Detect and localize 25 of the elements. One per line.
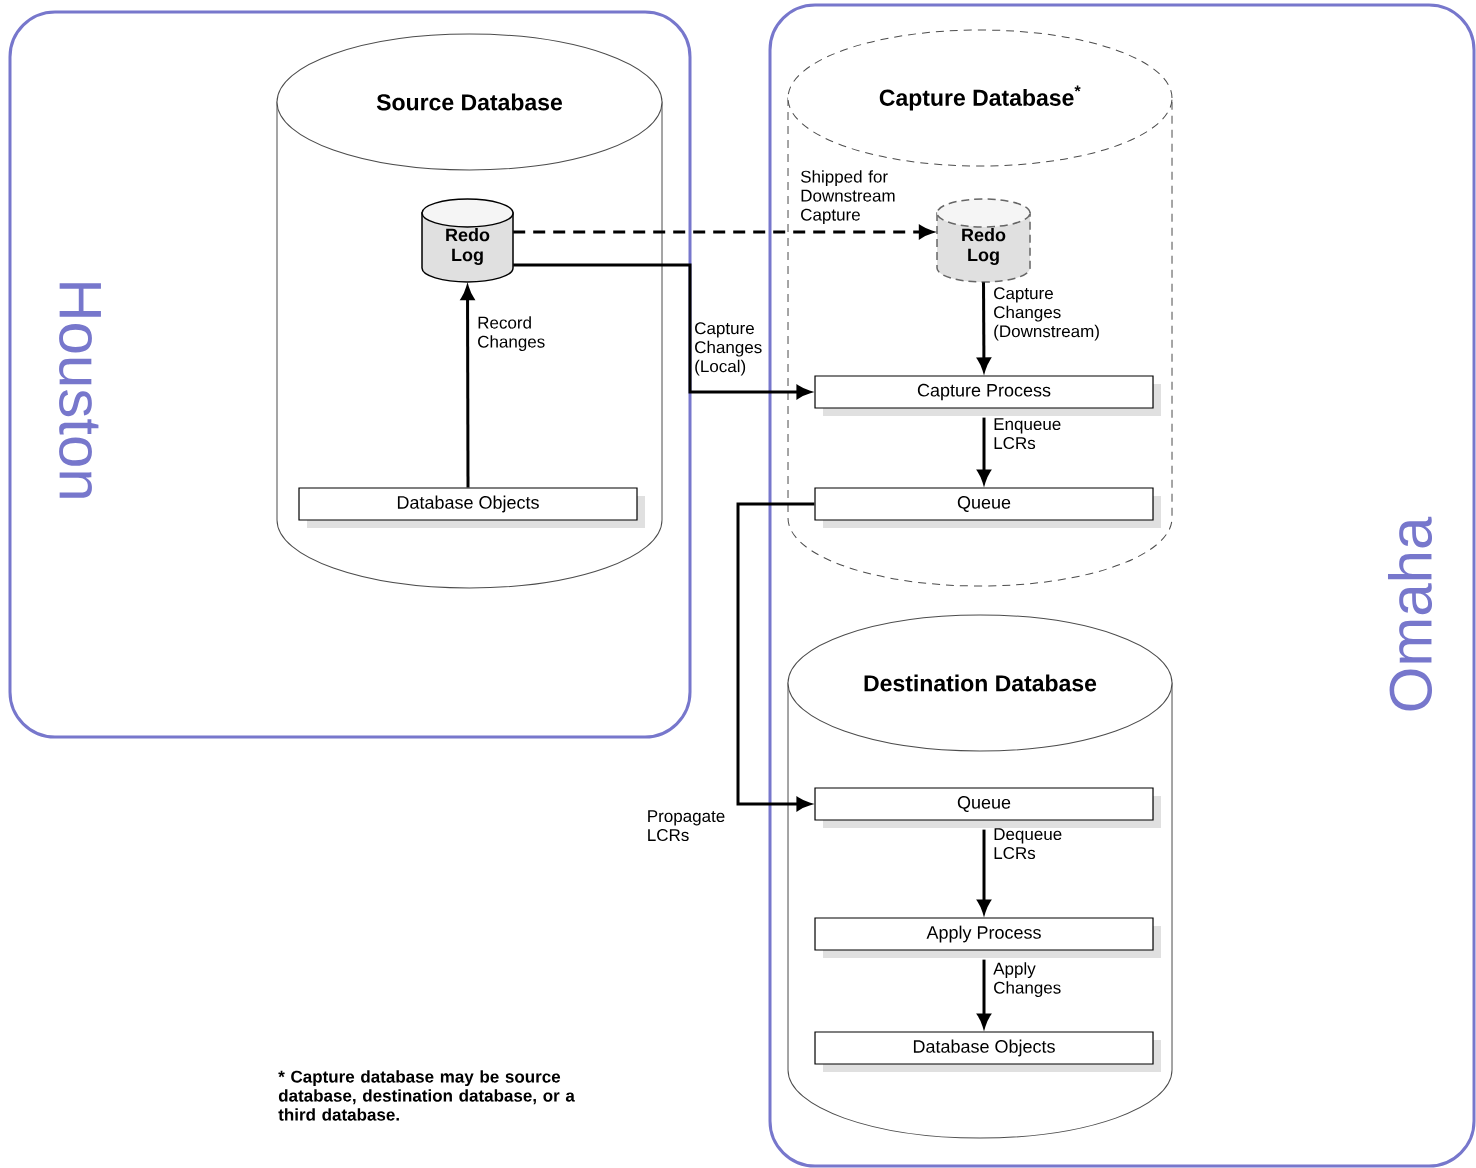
process-box: Database Objects	[814, 1031, 1161, 1072]
edge-label: Shipped for Downstream Capture	[801, 170, 895, 225]
node-label: *	[1074, 85, 1081, 92]
arrow	[977, 282, 991, 372]
edge-label: Apply Changes	[993, 962, 1061, 998]
edge-label: Dequeue LCRs	[994, 828, 1062, 860]
process-box: Database Objects	[298, 487, 645, 528]
arrow	[977, 417, 991, 484]
edge-label: Propagate LCRs	[648, 810, 725, 842]
arrow	[977, 959, 991, 1028]
process-box: Queue	[814, 787, 1161, 828]
process-box: Apply Process	[814, 917, 1161, 958]
edge-label: Enqueue LCRs	[994, 418, 1061, 450]
edge-label: Record Changes	[478, 316, 545, 352]
log-cylinder: Redo Log	[936, 198, 1031, 283]
edge-label: Capture Changes (Downstream)	[994, 287, 1099, 341]
arrow	[736, 502, 815, 811]
footnote: * Capture database may be source database, destination database, or a third database.	[278, 1070, 575, 1121]
arrow	[513, 225, 934, 239]
process-box: Queue	[814, 487, 1161, 528]
arrow	[513, 263, 811, 399]
process-box: Capture Process	[814, 375, 1161, 416]
edge-label: Capture Changes (Local)	[695, 322, 762, 376]
arrow	[977, 829, 991, 914]
log-cylinder: Redo Log	[421, 198, 514, 283]
